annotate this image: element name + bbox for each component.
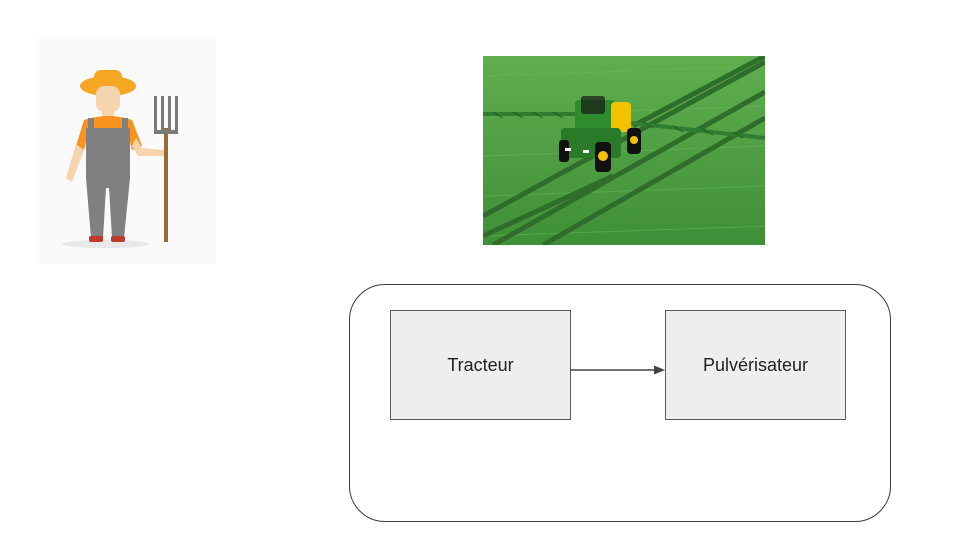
farmer-illustration	[36, 38, 216, 264]
node-tracteur-label: Tracteur	[447, 354, 514, 375]
tractor-sprayer-field-icon	[483, 56, 765, 245]
node-pulverisateur[interactable]: Pulvérisateur	[665, 310, 846, 420]
farmer-icon	[62, 70, 178, 248]
arrowhead-icon	[654, 365, 665, 375]
edge-tracteur-pulverisateur	[570, 365, 665, 375]
tractor-sprayer-photo	[483, 56, 765, 245]
node-tracteur[interactable]: Tracteur	[390, 310, 571, 420]
node-pulverisateur-label: Pulvérisateur	[702, 354, 809, 375]
